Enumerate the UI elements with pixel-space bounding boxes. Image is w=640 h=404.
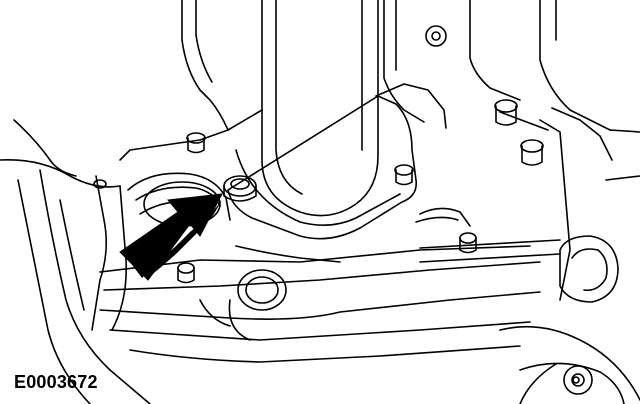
bolt-far-left	[93, 179, 107, 189]
bolts	[93, 25, 580, 384]
lower-crossmember	[99, 245, 541, 363]
target-bolt	[223, 175, 257, 202]
strut-shaft	[261, 0, 379, 217]
brake-line	[235, 207, 471, 263]
bolt-right-plate	[394, 164, 414, 186]
bushing-end	[559, 129, 640, 303]
figure-code: E0003672	[14, 372, 98, 392]
bolt-left-low	[177, 262, 195, 284]
bolt-right-mid	[520, 139, 544, 166]
bolt-upper-left	[186, 132, 206, 154]
callout-arrow-icon	[119, 193, 223, 281]
bolt-bottom-right	[572, 376, 580, 384]
bolt-right-upper	[494, 99, 518, 126]
left-subframe	[0, 119, 229, 404]
upper-body-panel	[181, 0, 611, 131]
bolt-center-low	[459, 232, 477, 254]
round-boss	[228, 269, 287, 341]
bolt-top-right	[425, 25, 447, 47]
tie-rod-link	[419, 107, 613, 301]
mount-plate	[227, 83, 447, 240]
lower-right-housing	[499, 325, 640, 404]
